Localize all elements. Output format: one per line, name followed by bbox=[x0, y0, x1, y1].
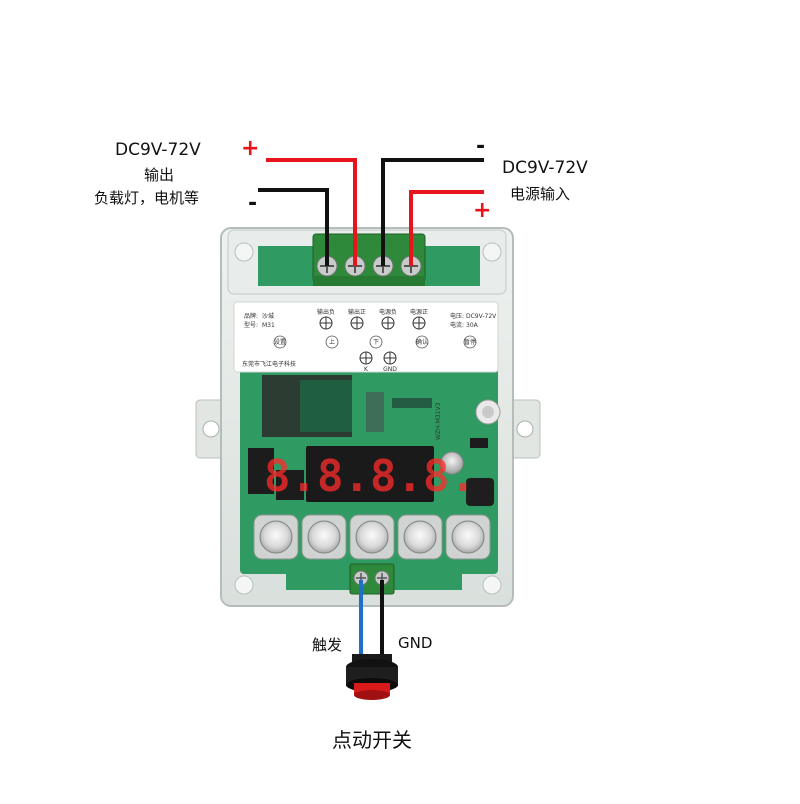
btn-down-label: 下 bbox=[373, 339, 379, 346]
wire-output-negative bbox=[258, 188, 329, 266]
current-value: 30A bbox=[466, 322, 479, 329]
k-label: K bbox=[364, 366, 369, 373]
wire-input-positive bbox=[409, 190, 484, 266]
output-plus-sign: + bbox=[241, 136, 260, 161]
tactile-button-5[interactable] bbox=[445, 514, 491, 560]
brand-label: 品牌: bbox=[244, 312, 258, 320]
gnd-small-label: GND bbox=[383, 366, 397, 373]
tactile-buttons bbox=[253, 514, 491, 560]
gnd-label: GND bbox=[398, 634, 433, 652]
input-plus-sign: + bbox=[473, 198, 492, 223]
label-panel: 品牌: 沙城 型号: M31 电压: DC9V-72V 电流: 30A 输出负 … bbox=[233, 301, 499, 373]
maker-text: 东莞市飞江电子科技 bbox=[242, 360, 296, 368]
btn-set-label: 设置 bbox=[274, 338, 286, 346]
brand-value: 沙城 bbox=[262, 313, 274, 320]
term-label-1: 输出负 bbox=[317, 308, 335, 316]
term-label-4: 电源正 bbox=[410, 308, 428, 316]
model-value: M31 bbox=[262, 322, 275, 329]
output-voltage-label: DC9V-72V bbox=[115, 140, 201, 160]
mount-flange-right bbox=[509, 399, 541, 459]
voltage-value: DC9V-72V bbox=[466, 313, 497, 320]
input-type-label: 电源输入 bbox=[510, 185, 571, 203]
terminal-block-top bbox=[312, 233, 426, 286]
current-label: 电流: bbox=[450, 321, 464, 329]
tactile-button-4[interactable] bbox=[397, 514, 443, 560]
term-label-3: 电源负 bbox=[379, 308, 397, 316]
input-minus-sign: - bbox=[476, 134, 486, 159]
seven-segment-display: 8.8.8.8. bbox=[264, 446, 476, 502]
voltage-label: 电压: bbox=[450, 312, 464, 320]
btn-stop-label: 暂停 bbox=[464, 338, 476, 346]
wire-output-positive bbox=[266, 158, 357, 266]
term-label-2: 输出正 bbox=[348, 308, 366, 316]
push-button-switch[interactable] bbox=[346, 654, 398, 700]
btn-up-label: 上 bbox=[329, 338, 335, 346]
output-minus-sign: - bbox=[248, 191, 258, 216]
screw-terminal-trigger[interactable] bbox=[353, 570, 369, 586]
tactile-button-1[interactable] bbox=[253, 514, 299, 560]
input-voltage-label: DC9V-72V bbox=[502, 158, 588, 178]
mount-flange-left bbox=[195, 399, 227, 459]
pcb-silk-text: WZH-M31V3 bbox=[435, 402, 442, 440]
trigger-label: 触发 bbox=[312, 636, 343, 654]
pcb-components bbox=[248, 375, 501, 506]
tactile-button-2[interactable] bbox=[301, 514, 347, 560]
terminal-block-bottom bbox=[349, 563, 395, 595]
wire-input-negative bbox=[381, 158, 484, 266]
display-digits: 8.8.8.8. bbox=[264, 451, 476, 502]
model-label: 型号: bbox=[244, 321, 258, 329]
tactile-button-3[interactable] bbox=[349, 514, 395, 560]
switch-label: 点动开关 bbox=[332, 728, 412, 752]
output-type-label: 输出 bbox=[144, 166, 175, 184]
btn-ok-label: 确认 bbox=[416, 338, 428, 346]
output-load-label: 负载灯，电机等 bbox=[94, 189, 200, 207]
